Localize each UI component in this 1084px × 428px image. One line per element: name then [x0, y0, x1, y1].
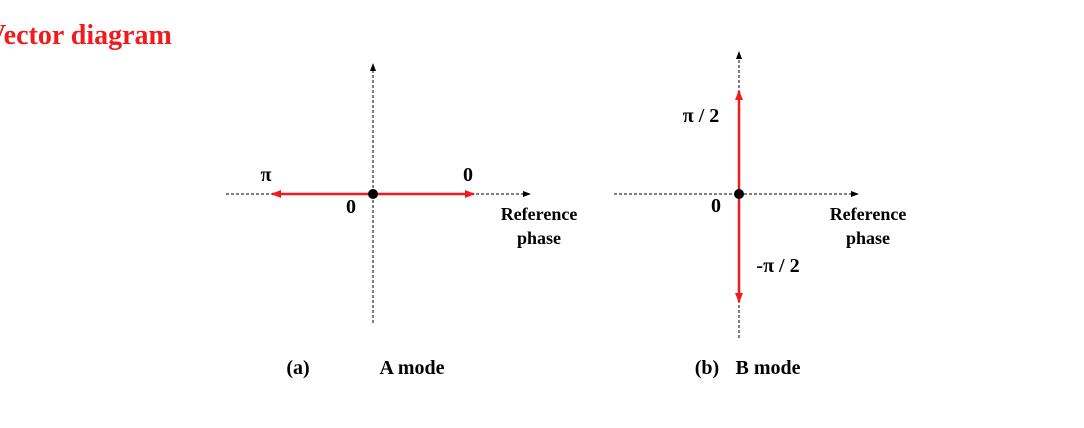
b-caption-letter: (b)	[695, 357, 719, 379]
a-reference-line2: phase	[517, 228, 561, 248]
b-label-minus-pi-half: -π / 2	[756, 255, 799, 277]
a-caption-mode: A mode	[380, 357, 445, 379]
b-label-origin: 0	[711, 195, 721, 217]
diagram-b: π / 2 0 -π / 2 Reference phase (b) B mod…	[614, 51, 907, 379]
a-caption-letter: (a)	[286, 357, 309, 379]
a-reference-line1: Reference	[501, 204, 578, 224]
a-label-zero-right: 0	[463, 164, 473, 186]
diagram-a: π 0 0 Reference phase (a) A mode	[226, 63, 578, 379]
b-reference-line2: phase	[846, 228, 890, 248]
a-label-origin: 0	[346, 196, 356, 218]
b-caption-mode: B mode	[736, 357, 801, 379]
b-label-pi-half: π / 2	[683, 105, 720, 127]
b-reference-line1: Reference	[830, 204, 907, 224]
b-origin-dot	[734, 189, 744, 199]
a-label-pi: π	[261, 164, 272, 186]
diagram-title: Vector diagram	[0, 20, 172, 51]
a-origin-dot	[368, 189, 378, 199]
